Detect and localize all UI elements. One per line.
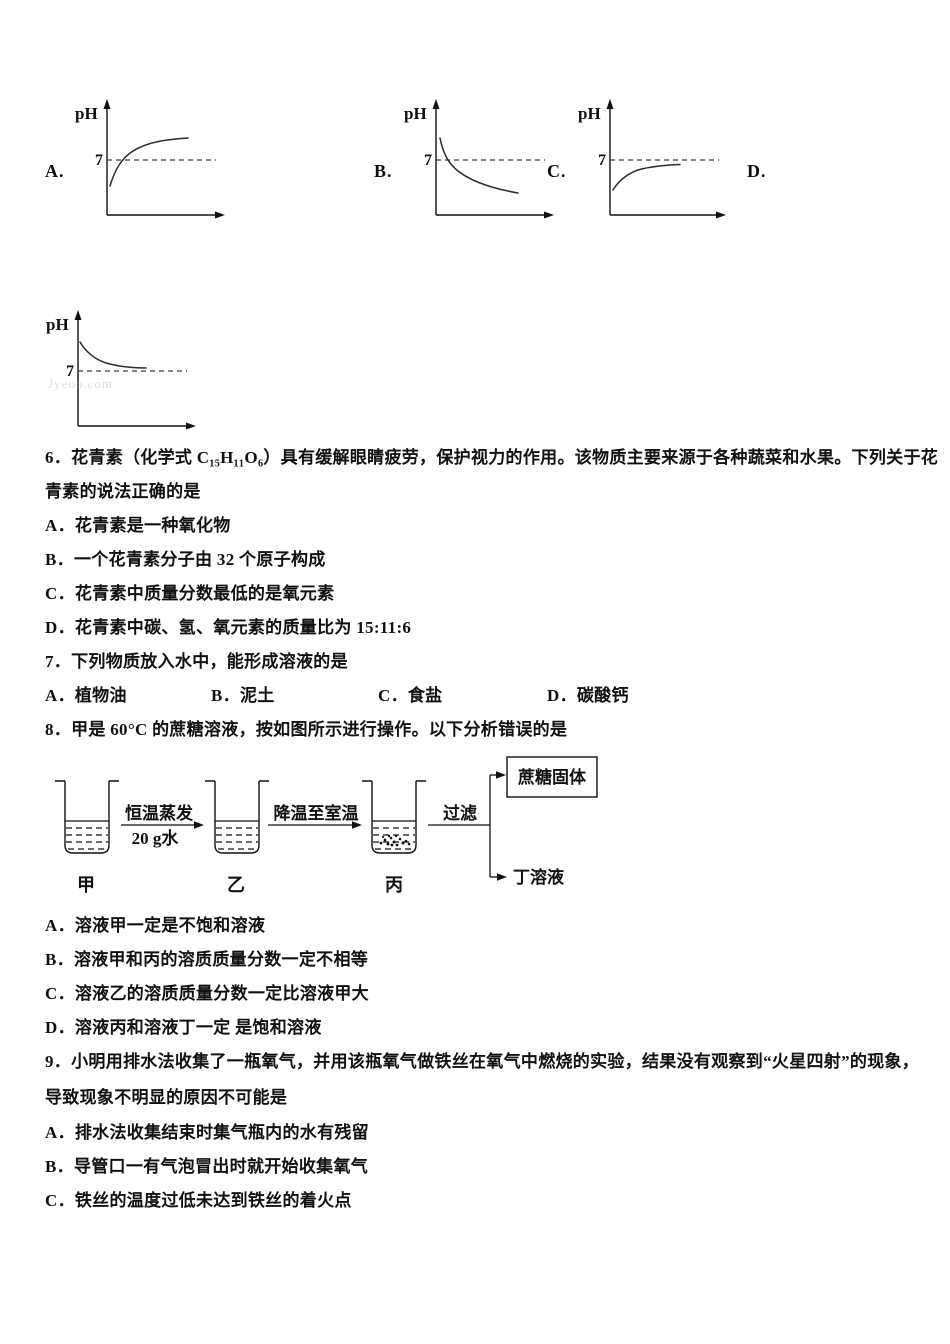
q6-stem-line-2: 青素的说法正确的是 [45,482,201,501]
q6-option-a: A．花青素是一种氧化物 [45,516,231,535]
ph-curve-b [439,137,519,194]
ph-ref-tick: 7 [424,152,432,169]
q7-stem: 7．下列物质放入水中，能形成溶液的是 [45,652,348,671]
q8-stem: 8．甲是 60°C 的蔗糖溶液，按如图所示进行操作。以下分析错误的是 [45,720,568,739]
q6-stem-line-1: 6．花青素（化学式 C₁₅H₁₁O₆）具有缓解眼睛疲劳，保护视力的作用。该物质主… [45,448,939,467]
q8-option-d: D．溶液丙和溶液丁一定 是饱和溶液 [45,1018,322,1037]
step1-water-label: 20 g水 [132,828,180,848]
filter-label: 过滤 [443,803,477,823]
q9-option-b: B．导管口一有气泡冒出时就开始收集氧气 [45,1157,369,1176]
q6-option-d: D．花青素中碳、氢、氧元素的质量比为 15:11:6 [45,618,412,637]
q7-option-b: B．泥土 [211,686,275,705]
x-axis-arrow-icon [716,211,726,219]
graph-option-letter-a: A. [45,161,65,181]
precipitate-dots [379,834,411,847]
solid-product-label: 蔗糖固体 [517,767,587,787]
branch-bottom-arrow-icon [497,873,507,881]
q6-option-c: C．花青素中质量分数最低的是氧元素 [45,584,335,603]
ph-axis-label: pH [46,315,69,334]
ph-ref-tick: 7 [598,152,606,169]
y-axis-arrow-icon [432,99,440,109]
q7-option-d: D．碳酸钙 [547,686,629,705]
ph-curve-d [79,341,147,369]
q9-option-a: A．排水法收集结束时集气瓶内的水有残留 [45,1123,369,1142]
beaker-yi [204,780,270,854]
watermark: Jyeoo.com [48,376,113,391]
step2-cool-label: 降温至室温 [274,803,359,823]
q7-option-c: C．食盐 [378,686,443,705]
q9-option-c: C．铁丝的温度过低未达到铁丝的着火点 [45,1191,352,1210]
y-axis-arrow-icon [606,99,614,109]
filtrate-label: 丁溶液 [513,867,564,887]
ph-graph-d: pH 7 Jyeoo.com [40,306,210,446]
ph-curve-c [612,163,681,191]
q9-stem-line-2: 导致现象不明显的原因不可能是 [45,1088,288,1107]
ph-axis-label: pH [75,104,98,123]
ph-axis-label: pH [578,104,601,123]
y-axis-arrow-icon [103,99,111,109]
q6-option-b: B．一个花青素分子由 32 个原子构成 [45,550,326,569]
ph-graph-a: pH 7 [69,95,229,232]
solid-product-box [506,756,598,798]
ph-axis-label: pH [404,104,427,123]
ph-ref-tick: 7 [66,363,74,380]
branch-top-arrow-icon [496,771,506,779]
beaker-jia-label: 甲 [77,875,95,895]
y-axis-arrow-icon [74,310,82,320]
q9-stem-line-1: 9．小明用排水法收集了一瓶氧气，并用该瓶氧气做铁丝在氧气中燃烧的实验，结果没有观… [45,1052,920,1071]
ph-curve-a [109,137,189,187]
x-axis-arrow-icon [186,422,196,430]
graph-option-letter-d: D. [747,161,767,181]
q8-process-diagram: 甲 恒温蒸发 20 g水 乙 降温至室温 丙 [40,753,620,908]
beaker-jia [54,780,120,854]
step1-arrow-icon [194,821,204,829]
q7-options-row: A．植物油 B．泥土 C．食盐 D．碳酸钙 [45,684,629,708]
beaker-bing [361,780,427,854]
ph-graph-c: pH 7 [572,95,732,232]
q8-option-b: B．溶液甲和丙的溶质质量分数一定不相等 [45,950,369,969]
graph-option-letter-c: C. [547,161,567,181]
q8-option-c: C．溶液乙的溶质质量分数一定比溶液甲大 [45,984,369,1003]
ph-graph-b: pH 7 [398,95,558,232]
step1-evaporate-label: 恒温蒸发 [125,803,194,823]
ph-ref-tick: 7 [95,152,103,169]
beaker-bing-label: 丙 [385,875,403,895]
x-axis-arrow-icon [544,211,554,219]
q7-option-a: A．植物油 [45,686,127,705]
x-axis-arrow-icon [215,211,225,219]
graph-option-letter-b: B. [374,161,393,181]
q8-option-a: A．溶液甲一定是不饱和溶液 [45,916,266,935]
beaker-yi-label: 乙 [227,875,245,895]
step2-arrow-icon [352,821,362,829]
